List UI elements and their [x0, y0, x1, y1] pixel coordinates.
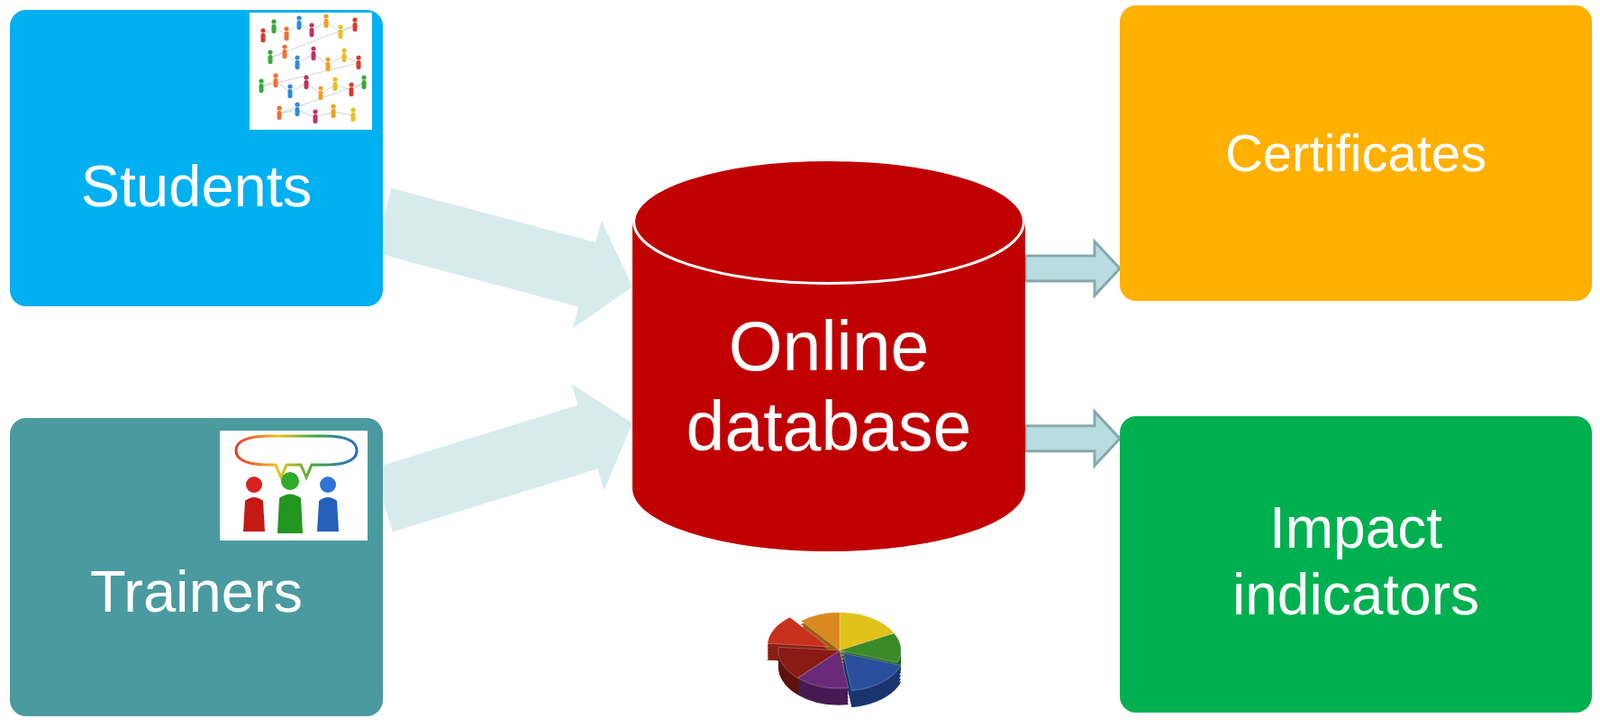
output-arrow — [1025, 241, 1120, 296]
person-figure — [283, 26, 289, 41]
network-line — [270, 52, 285, 58]
node-text: Online database — [666, 306, 991, 466]
person-figure — [332, 76, 337, 91]
network-line — [327, 55, 345, 65]
network-line — [284, 52, 298, 64]
person-figure — [325, 56, 330, 72]
person-figure — [352, 17, 357, 32]
person-figure — [276, 105, 282, 120]
input-arrow — [374, 188, 633, 329]
pie-chart-icon — [767, 612, 901, 708]
person-figure — [350, 107, 355, 122]
person-figure — [361, 74, 366, 90]
node-text: Certificates — [1225, 123, 1487, 184]
person-figure — [318, 85, 323, 100]
network-line — [273, 27, 287, 35]
person-figure — [260, 27, 265, 43]
pie-side — [767, 622, 901, 701]
students-box: Students — [9, 9, 383, 307]
person-figure — [243, 476, 265, 532]
node-text: Trainers — [90, 558, 303, 627]
trainers-icon — [219, 430, 368, 541]
network-line — [279, 82, 364, 114]
network-line — [297, 109, 316, 118]
person-figure — [337, 24, 343, 39]
pie-side — [767, 626, 901, 705]
network-line — [290, 82, 307, 92]
database-cylinder: Online database — [632, 158, 1026, 552]
network-line — [315, 111, 334, 118]
node-text: Impact indicators — [1157, 495, 1555, 628]
network-line — [333, 111, 354, 116]
network-line — [275, 81, 291, 92]
person-figure — [281, 44, 287, 59]
network-line — [279, 109, 298, 114]
network-line — [306, 82, 321, 94]
trainers-box: Trainers — [9, 418, 383, 717]
person-figure — [294, 54, 300, 70]
network-line — [340, 25, 355, 33]
network-line — [313, 54, 328, 65]
person-figure — [258, 78, 264, 93]
person-figure — [312, 109, 318, 124]
pie-side — [767, 628, 901, 708]
person-figure — [330, 103, 336, 119]
person-figure — [294, 101, 300, 117]
person-figure — [341, 47, 346, 63]
network-line — [297, 54, 314, 64]
pie-side — [767, 616, 901, 695]
network-line — [263, 27, 274, 37]
network-line — [335, 84, 352, 91]
person-figure — [317, 476, 339, 532]
pie-side — [767, 618, 901, 698]
indicators-box: Impact indicators — [1119, 416, 1592, 713]
network-line — [311, 21, 327, 31]
person-figure — [287, 83, 292, 99]
person-figure — [310, 45, 316, 61]
certificates-box: Certificates — [1119, 5, 1592, 301]
people-network-icon — [249, 12, 373, 130]
network-line — [286, 23, 300, 35]
network-line — [299, 23, 312, 31]
network-line — [270, 25, 355, 58]
person-figure — [271, 18, 276, 34]
network-line — [261, 63, 359, 87]
network-line — [344, 55, 359, 64]
network-line — [261, 81, 276, 87]
network-line — [351, 82, 364, 91]
person-figure — [323, 13, 328, 28]
person-figure — [303, 74, 309, 90]
cylinder-top — [634, 160, 1025, 284]
person-figure — [355, 54, 361, 70]
person-figure — [277, 472, 303, 534]
network-line — [320, 84, 336, 94]
person-figure — [267, 49, 273, 64]
network-line — [326, 21, 341, 33]
person-figure — [309, 22, 314, 37]
person-figure — [348, 81, 354, 97]
input-arrow — [372, 383, 633, 533]
node-text: Students — [81, 153, 313, 221]
person-figure — [272, 72, 278, 88]
output-arrow — [1025, 411, 1120, 466]
person-figure — [296, 15, 301, 30]
pie-top — [767, 612, 901, 691]
